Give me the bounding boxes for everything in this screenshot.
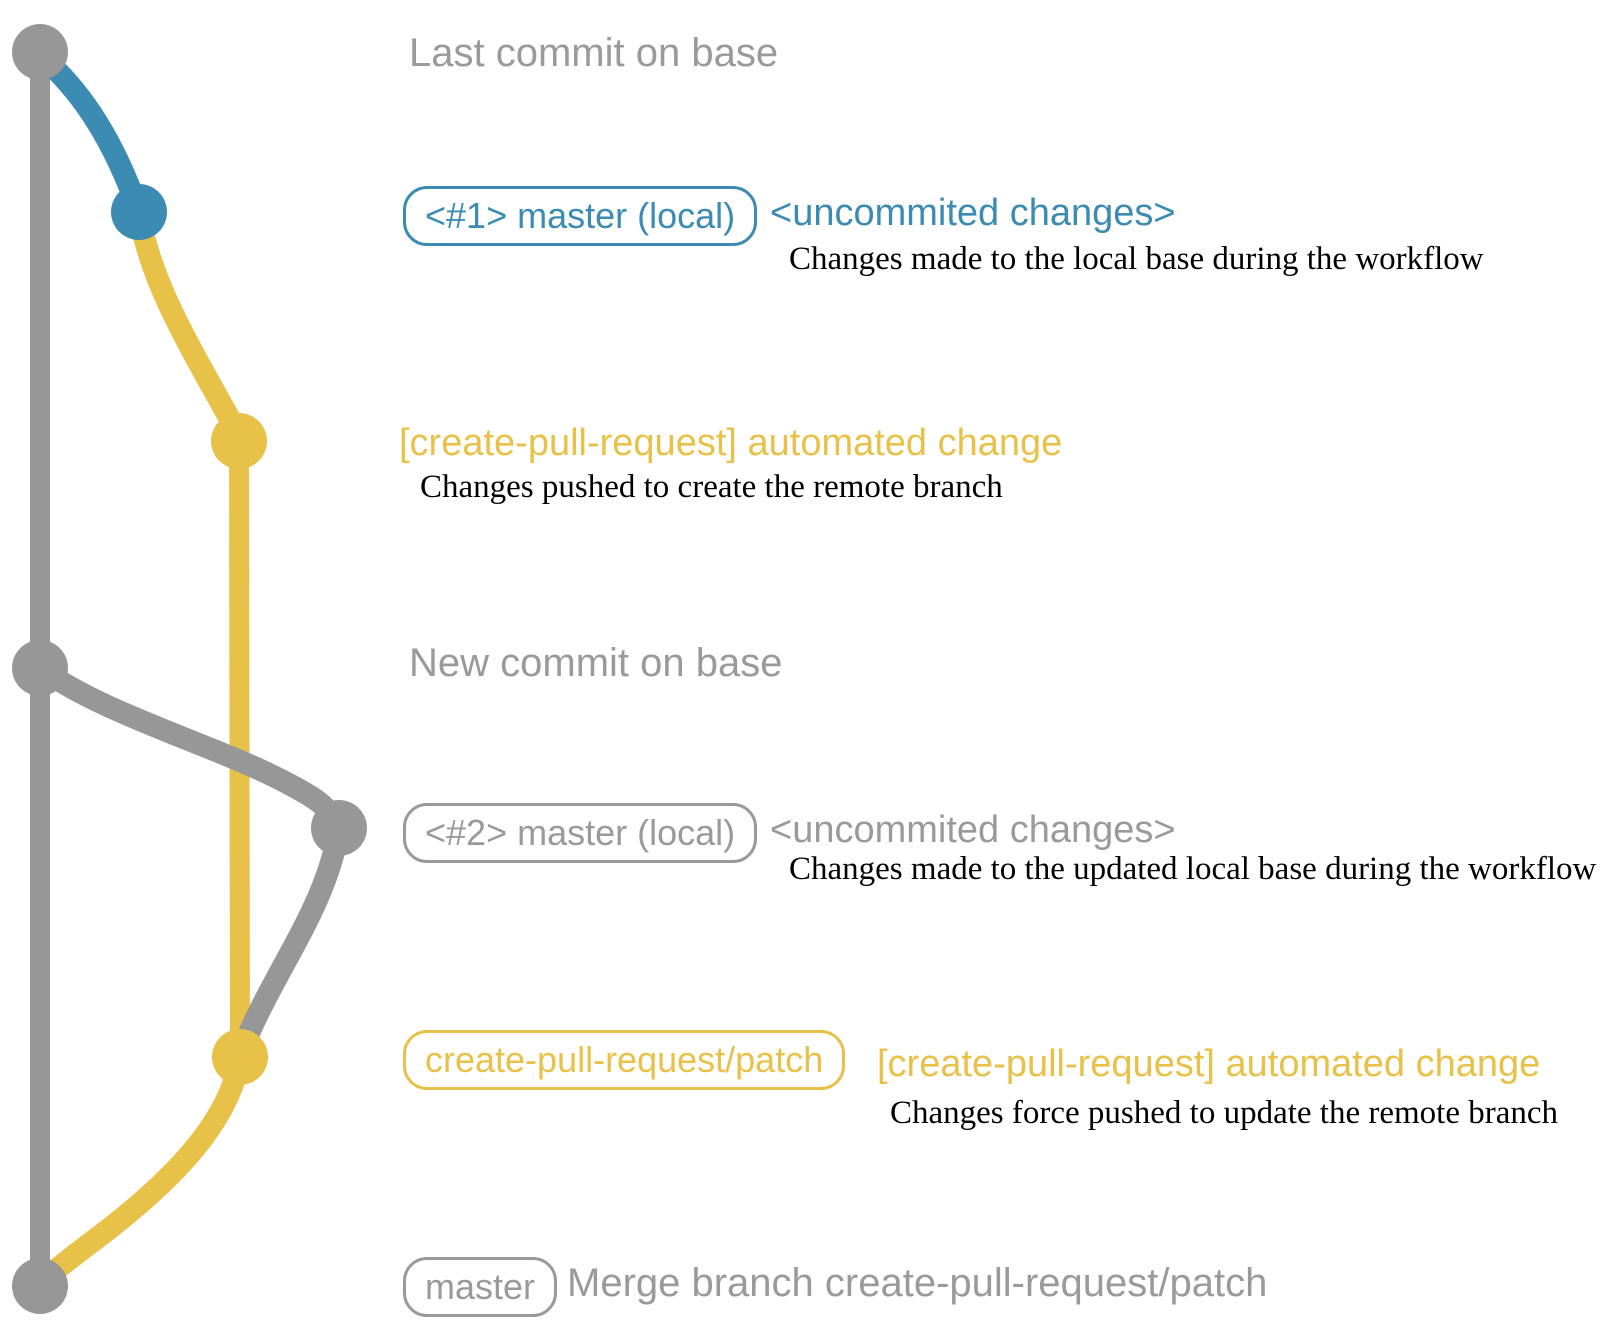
patch-branch-line bbox=[128, 201, 248, 443]
commit-node-last-base bbox=[12, 24, 68, 80]
commit-message-merge: Merge branch create-pull-request/patch bbox=[567, 1261, 1268, 1305]
caption-last-commit-on-base: Last commit on base bbox=[409, 31, 779, 75]
branch-badge-master-local-2: <#2> master (local) bbox=[403, 803, 758, 863]
branch-badge-label: <#2> master (local) bbox=[425, 812, 736, 853]
commit-node-patch-1 bbox=[211, 413, 267, 469]
commit-message-uncommitted-2: <uncommited changes> bbox=[770, 809, 1176, 851]
branch-badge-label: master bbox=[425, 1266, 536, 1307]
branch-badge-master: master bbox=[403, 1257, 558, 1317]
branch-badge-label: <#1> master (local) bbox=[425, 195, 736, 236]
merge-segment-line bbox=[33, 1046, 251, 1291]
caption-new-commit-on-base: New commit on base bbox=[409, 641, 783, 685]
updated-local-branch-line bbox=[29, 657, 350, 839]
commit-node-local-1 bbox=[111, 184, 167, 240]
description-force-pushed: Changes force pushed to update the remot… bbox=[890, 1095, 1559, 1131]
branch-badge-patch: create-pull-request/patch bbox=[403, 1030, 846, 1090]
commit-message-uncommitted-1: <uncommited changes> bbox=[770, 192, 1176, 234]
commit-node-merge bbox=[12, 1258, 68, 1314]
description-local-changes-2: Changes made to the updated local base d… bbox=[789, 851, 1597, 887]
rebase-segment-line bbox=[235, 817, 350, 1051]
commit-node-local-2 bbox=[311, 800, 367, 856]
commit-message-automated-1: [create-pull-request] automated change bbox=[399, 422, 1063, 464]
commit-node-new-base bbox=[12, 640, 68, 696]
description-local-changes-1: Changes made to the local base during th… bbox=[789, 241, 1484, 277]
commit-node-patch-2 bbox=[212, 1029, 268, 1085]
description-pushed: Changes pushed to create the remote bran… bbox=[420, 469, 1003, 505]
git-graph bbox=[12, 24, 367, 1314]
commit-message-automated-2: [create-pull-request] automated change bbox=[877, 1043, 1541, 1085]
branch-badge-master-local-1: <#1> master (local) bbox=[403, 186, 758, 246]
branch-badge-label: create-pull-request/patch bbox=[425, 1039, 824, 1080]
